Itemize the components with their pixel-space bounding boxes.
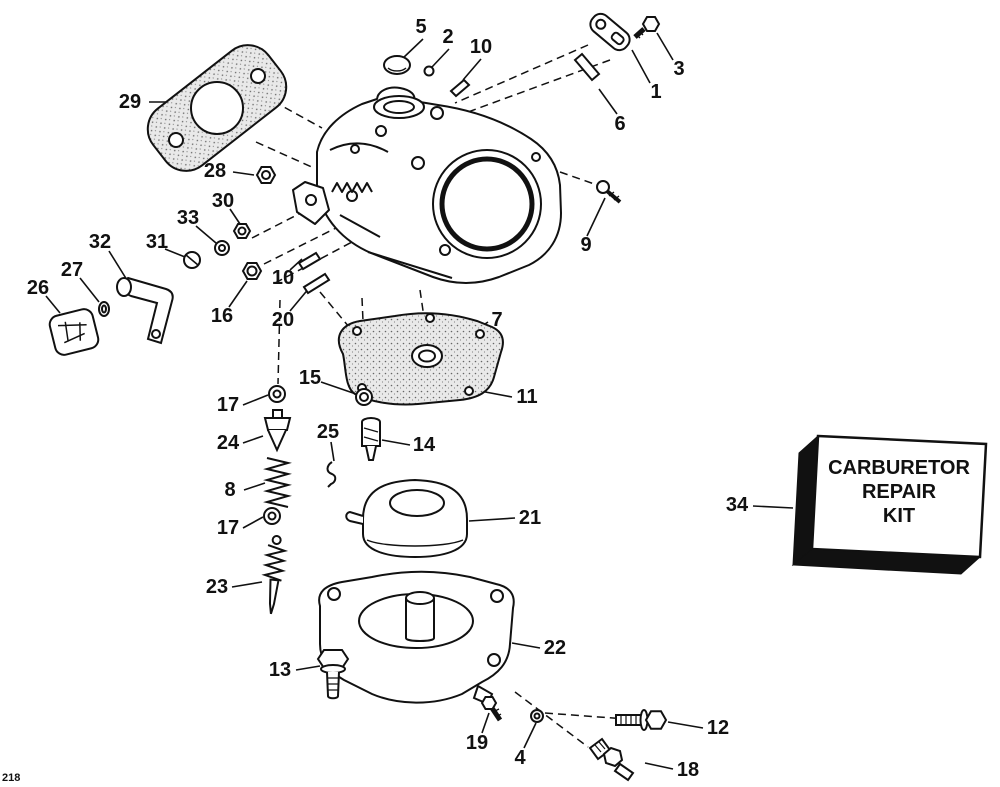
callout-1: 1 [650,81,662,103]
part-spring-8 [263,457,292,508]
callout-24: 24 [216,432,240,454]
part-plug-19 [480,696,503,722]
callout-12: 12 [706,717,730,739]
callout-20: 20 [271,309,295,331]
part-ball-2 [423,65,435,77]
part-washer-15 [355,388,373,406]
part-gasket-29 [146,44,288,172]
part-nut-16 [241,262,263,280]
part-seat-24 [263,409,292,453]
part-cap-26 [48,308,100,356]
callout-6: 6 [614,113,626,135]
kit-box-line3: KIT [883,505,915,527]
part-washer-17-upper [268,385,286,403]
callout-22: 22 [543,637,567,659]
part-pin-6 [573,52,601,82]
callout-21: 21 [518,507,542,529]
callout-10-mid: 10 [271,267,295,289]
part-bracket-1 [589,12,631,52]
part-oring-27 [98,301,110,317]
page-corner-code: 218 [2,772,21,784]
callout-11: 11 [516,386,538,408]
callout-31: 31 [145,231,169,253]
kit-box-line2: REPAIR [862,481,937,503]
part-washer-33 [214,240,230,256]
part-clip-25 [326,461,337,488]
callout-30: 30 [211,190,235,212]
part-needle-23 [261,534,289,615]
part-lever-32 [116,276,174,345]
callout-5: 5 [415,16,427,38]
callout-17-lower: 17 [216,517,240,539]
callout-9: 9 [580,234,592,256]
callout-10-top: 10 [469,36,493,58]
callout-34: 34 [725,494,749,516]
callout-19: 19 [465,732,489,754]
callout-18: 18 [676,759,700,781]
leader-lines [45,32,794,770]
part-bowl-22 [318,570,515,706]
callout-28: 28 [203,160,227,182]
part-nut-28 [255,166,277,184]
callout-3: 3 [673,58,685,80]
callout-33: 33 [176,207,200,229]
kit-box-line1: CARBURETOR [828,457,970,479]
part-float-21 [345,478,468,559]
part-fitting-18 [588,737,635,782]
callout-13: 13 [268,659,292,681]
callout-29: 29 [118,91,142,113]
part-bolt-3 [633,16,661,39]
callout-16: 16 [210,305,234,327]
part-screw-31 [183,251,201,269]
part-bolt-12 [615,709,668,731]
callout-26: 26 [26,277,50,299]
part-needle-valve-14 [361,417,381,461]
callout-14: 14 [412,434,436,456]
part-plug-5 [383,55,411,75]
part-carburetor-body [292,86,562,284]
callout-27: 27 [60,259,84,281]
callout-32: 32 [88,231,112,253]
callout-23: 23 [205,576,229,598]
part-screw-13 [316,649,350,700]
callout-2: 2 [442,26,454,48]
part-pin-10-top [449,78,471,98]
part-screw-9 [596,180,622,204]
part-washer-4 [530,709,544,723]
callout-7: 7 [491,309,503,331]
part-nut-30 [232,223,252,239]
callout-17-upper: 17 [216,394,240,416]
part-pin-20 [302,272,331,295]
callout-4: 4 [514,747,526,769]
callout-25: 25 [316,421,340,443]
callout-15: 15 [298,367,322,389]
repair-kit-box: CARBURETOR REPAIR KIT [791,434,988,575]
part-pin-10-mid [297,251,322,271]
part-washer-17-lower [263,507,281,525]
callout-8: 8 [224,479,236,501]
